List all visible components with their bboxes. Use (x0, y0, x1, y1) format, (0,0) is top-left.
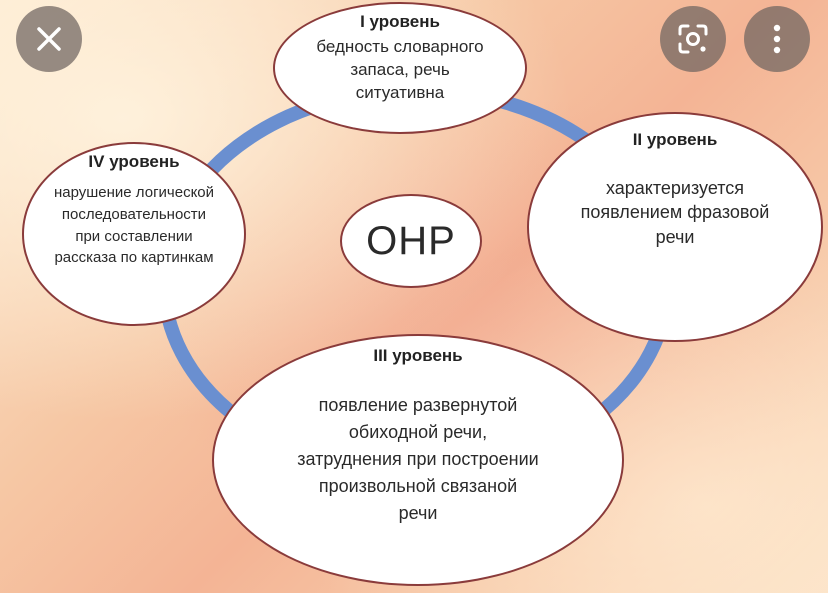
level-3-line: речи (398, 503, 438, 523)
level-1-title: I уровень (360, 12, 440, 31)
level-2-line: появлением фразовой (580, 202, 770, 223)
level-1-line: запаса, речь (350, 59, 450, 79)
lens-search-button[interactable] (660, 6, 726, 72)
close-icon (37, 27, 61, 51)
level-2-bubble: II уровень характеризуется появлением фр… (527, 112, 823, 342)
level-4-line: нарушение логической (53, 184, 215, 201)
level-1-description: бедность словарного запаса, речь ситуати… (300, 36, 500, 105)
level-2-title: II уровень (632, 130, 718, 149)
level-1-bubble: I уровень бедность словарного запаса, ре… (273, 2, 527, 134)
level-4-description: нарушение логической последовательности … (29, 182, 239, 269)
close-button[interactable] (16, 6, 82, 72)
level-4-line: последовательности (61, 205, 207, 223)
level-2-line: речи (655, 226, 695, 247)
more-vertical-icon (773, 24, 781, 54)
level-1-line: ситуативна (355, 82, 445, 102)
lens-icon (678, 24, 708, 54)
level-3-line: обиходной речи, (348, 422, 488, 442)
level-4-line: рассказа по картинкам (54, 249, 214, 267)
level-4-title: IV уровень (88, 152, 180, 171)
level-3-description: появление развернутой обиходной речи, за… (258, 392, 578, 527)
level-3-title: III уровень (373, 346, 463, 365)
level-2-description: характеризуется появлением фразовой речи (550, 176, 800, 249)
center-label: ОНР (366, 218, 456, 263)
center-bubble: ОНР (340, 194, 482, 288)
level-3-line: произвольной связаной (318, 476, 518, 496)
level-3-line: появление развернутой (318, 395, 518, 415)
more-options-button[interactable] (744, 6, 810, 72)
level-3-bubble: III уровень появление развернутой обиход… (212, 334, 624, 586)
level-1-line: бедность словарного (316, 37, 484, 56)
level-4-line: при составлении (75, 227, 193, 245)
level-3-line: затруднения при построении (297, 449, 539, 469)
level-2-line: характеризуется (605, 178, 745, 198)
level-4-bubble: IV уровень нарушение логической последов… (22, 142, 246, 326)
